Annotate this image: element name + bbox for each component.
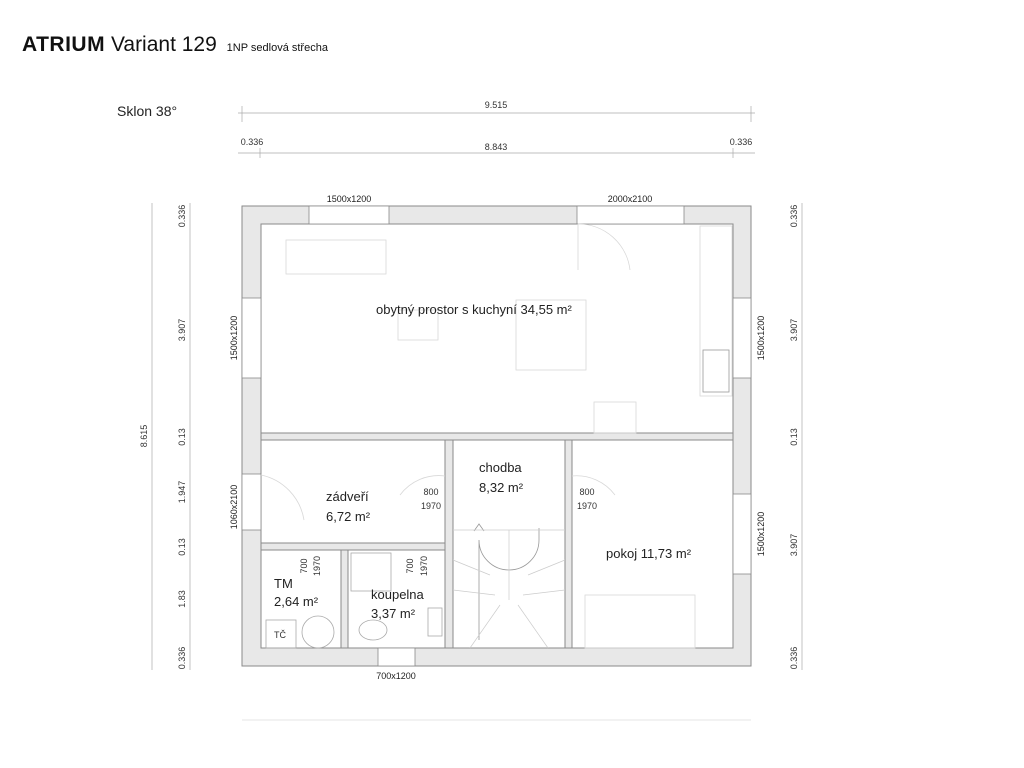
dim-left-seg: 0.336 [177,647,187,670]
door-width: 700 [405,558,415,573]
door-height: 1970 [421,501,441,511]
window [732,297,752,379]
room-bath-area: 3,37 m² [371,606,416,621]
room-entry-name: zádveří [326,489,369,504]
dim-top-total: 9.515 [485,100,508,110]
door-width: 800 [423,487,438,497]
room-bedroom-label: pokoj 11,73 m² [606,546,692,561]
window-label-left-lower: 1060x2100 [229,485,239,530]
variant-name: Variant 129 [110,33,217,56]
door-width: 700 [299,558,309,573]
plan-title: ATRIUM Variant 129 1NP sedlová střecha [22,33,328,57]
window-label-top-left: 1500x1200 [327,194,372,204]
door-height: 1970 [419,556,429,576]
door-height: 1970 [577,501,597,511]
window-label-right-lower: 1500x1200 [756,512,766,557]
window [732,493,752,575]
window-label-bottom: 700x1200 [376,671,416,681]
dim-right-seg: 0.336 [789,205,799,228]
window [308,205,390,225]
plan-subtitle: 1NP sedlová střecha [226,42,328,54]
brand-name: ATRIUM [22,33,106,56]
window [241,473,262,531]
top-dimensions: 9.515 0.336 8.843 0.336 [238,100,755,158]
interior-walls [260,432,734,649]
window-label-right-upper: 1500x1200 [756,316,766,361]
dim-left-seg: 3.907 [177,319,187,342]
window-label-top-right: 2000x2100 [608,194,653,204]
door-width: 800 [579,487,594,497]
window [241,297,262,379]
dim-right-seg: 3.907 [789,319,799,342]
dim-top-right-wall: 0.336 [730,137,753,147]
room-entry-area: 6,72 m² [326,509,371,524]
window [377,647,416,667]
right-dimensions: 0.336 3.907 0.13 3.907 0.336 [789,203,803,670]
dim-left-total: 8.615 [139,425,149,448]
windows [241,205,752,667]
dim-left-seg: 1.947 [177,481,187,504]
room-bath-name: koupelna [371,587,425,602]
dim-top-inner: 8.843 [485,142,508,152]
room-tech-area: 2,64 m² [274,594,319,609]
window-label-left-upper: 1500x1200 [229,316,239,361]
sink-icon [702,349,730,393]
room-tech-name: TM [274,576,293,591]
window [576,205,685,225]
heat-pump-label: TČ [274,630,286,640]
dim-right-seg: 0.13 [789,428,799,446]
dim-right-seg: 0.336 [789,647,799,670]
door-height: 1970 [312,556,322,576]
room-hall-area: 8,32 m² [479,480,524,495]
room-hall-name: chodba [479,460,522,475]
furniture [242,223,751,721]
dim-right-seg: 3.907 [789,534,799,557]
dim-left-seg: 0.336 [177,205,187,228]
roof-slope-label: Sklon 38° [117,103,178,119]
left-dimensions: 8.615 0.336 3.907 0.13 1.947 0.13 1.83 0… [139,203,191,670]
dim-left-seg: 1.83 [177,590,187,608]
dim-top-left-wall: 0.336 [241,137,264,147]
dim-left-seg: 0.13 [177,538,187,556]
dim-left-seg: 0.13 [177,428,187,446]
room-living-label: obytný prostor s kuchyní 34,55 m² [376,302,572,317]
